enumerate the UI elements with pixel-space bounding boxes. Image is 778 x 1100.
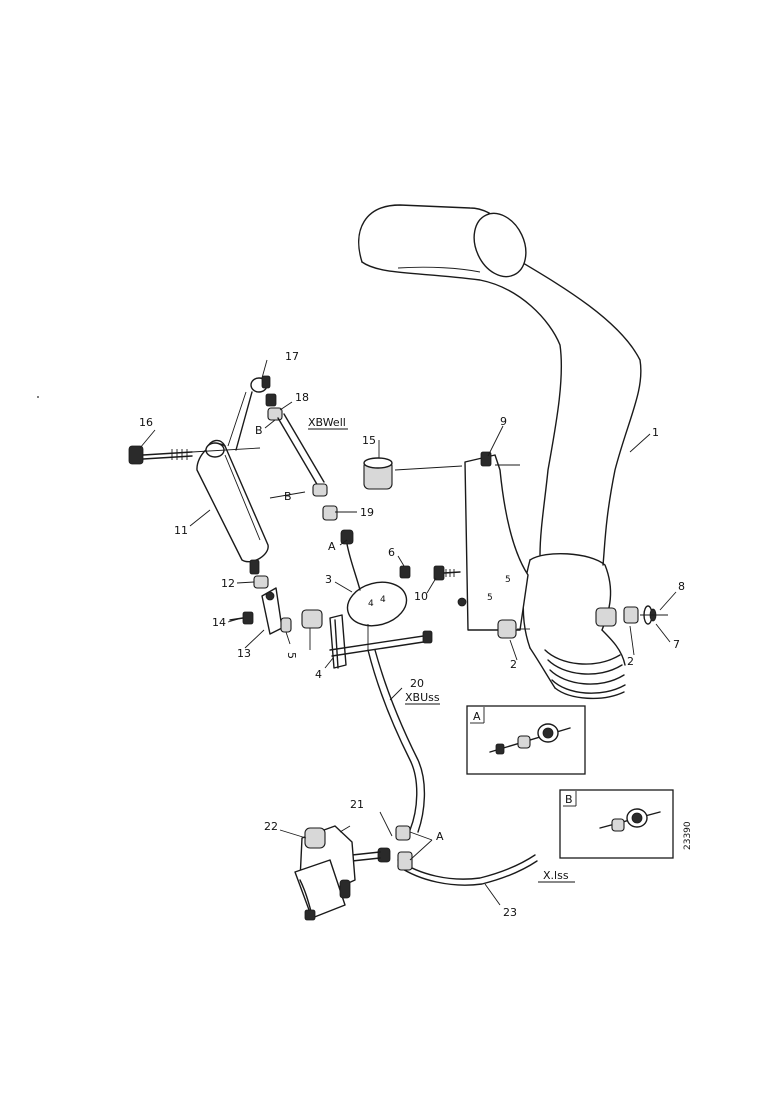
callout-11: 11 <box>174 524 188 537</box>
part-2-nut-left <box>497 619 530 639</box>
part-23-hose <box>397 851 538 886</box>
svg-text:5: 5 <box>505 575 511 585</box>
callout-2a: 2 <box>510 658 517 671</box>
callout-8: 8 <box>678 580 685 593</box>
part-A-fitting-upper <box>340 529 361 591</box>
svg-text:5: 5 <box>487 593 493 603</box>
part-12-fitting <box>253 575 269 589</box>
part-22-valve <box>294 825 356 921</box>
note-20: XBUss <box>405 691 440 704</box>
note-18: XBWell <box>308 416 346 429</box>
callout-5: 5 <box>285 652 298 659</box>
callout-b-upper: B <box>255 424 263 437</box>
inset-a-box <box>466 705 586 775</box>
callout-17: 17 <box>285 350 299 363</box>
callout-13: 13 <box>237 647 251 660</box>
part-6-washer-lower <box>280 617 292 633</box>
callout-21: 21 <box>350 798 364 811</box>
callout-15: 15 <box>362 434 376 447</box>
leader-lines <box>139 359 677 906</box>
callout-20: 20 <box>410 677 424 690</box>
callout-22: 22 <box>264 820 278 833</box>
part-9-bracket-plate: 5 5 <box>457 451 529 631</box>
callout-9: 9 <box>500 415 507 428</box>
hose-notes: XBWell XBUss X.lss <box>308 416 575 883</box>
part-3-level-disc: 4 4 <box>346 581 408 627</box>
part-18-link-rod <box>265 393 328 497</box>
part-13-clevis <box>261 587 283 635</box>
callout-a-upper: A <box>328 540 336 553</box>
callout-23: 23 <box>503 906 517 919</box>
part-5-bushing-lower <box>301 609 323 629</box>
callout-6: 6 <box>388 546 395 559</box>
callout-3: 3 <box>325 573 332 586</box>
svg-text:4: 4 <box>368 599 374 609</box>
part-15-bushing <box>363 440 463 490</box>
callout-4: 4 <box>315 668 322 681</box>
part-16-long-bolt <box>128 445 261 465</box>
drawing-number: 23390 <box>683 821 693 850</box>
inset-a-label: A <box>473 710 481 723</box>
callout-a-lower: A <box>436 830 444 843</box>
part-20-hose <box>367 649 426 833</box>
part-17-rod-end <box>227 375 271 451</box>
callout-2b: 2 <box>627 655 634 668</box>
part-21-fitting <box>351 825 411 863</box>
part-2-nut-right <box>623 606 639 624</box>
part-8-washer <box>640 605 668 625</box>
callout-labels: 1 2 2 3 4 5 6 7 8 9 10 11 12 13 14 15 16… <box>139 350 685 919</box>
part-6-small-nut <box>399 565 411 579</box>
stray-dot <box>37 396 39 398</box>
pipe-bellows <box>529 629 626 700</box>
callout-b-lower: B <box>284 490 292 503</box>
callout-19: 19 <box>360 506 374 519</box>
callout-16: 16 <box>139 416 153 429</box>
callout-10: 10 <box>414 590 428 603</box>
callout-1: 1 <box>652 426 659 439</box>
part-1-intake-pipe <box>358 204 642 700</box>
part-19-nut <box>322 505 338 521</box>
part-10-bolt <box>433 565 461 581</box>
note-23: X.lss <box>543 869 569 882</box>
svg-text:4: 4 <box>380 595 386 605</box>
inset-b-box <box>559 789 674 859</box>
callout-18: 18 <box>295 391 309 404</box>
callout-7: 7 <box>673 638 680 651</box>
part-11-cylinder <box>196 439 269 575</box>
inset-b-label: B <box>565 793 573 806</box>
callout-14: 14 <box>212 616 226 629</box>
callout-12: 12 <box>221 577 235 590</box>
part-4-lever-arm <box>329 614 433 669</box>
